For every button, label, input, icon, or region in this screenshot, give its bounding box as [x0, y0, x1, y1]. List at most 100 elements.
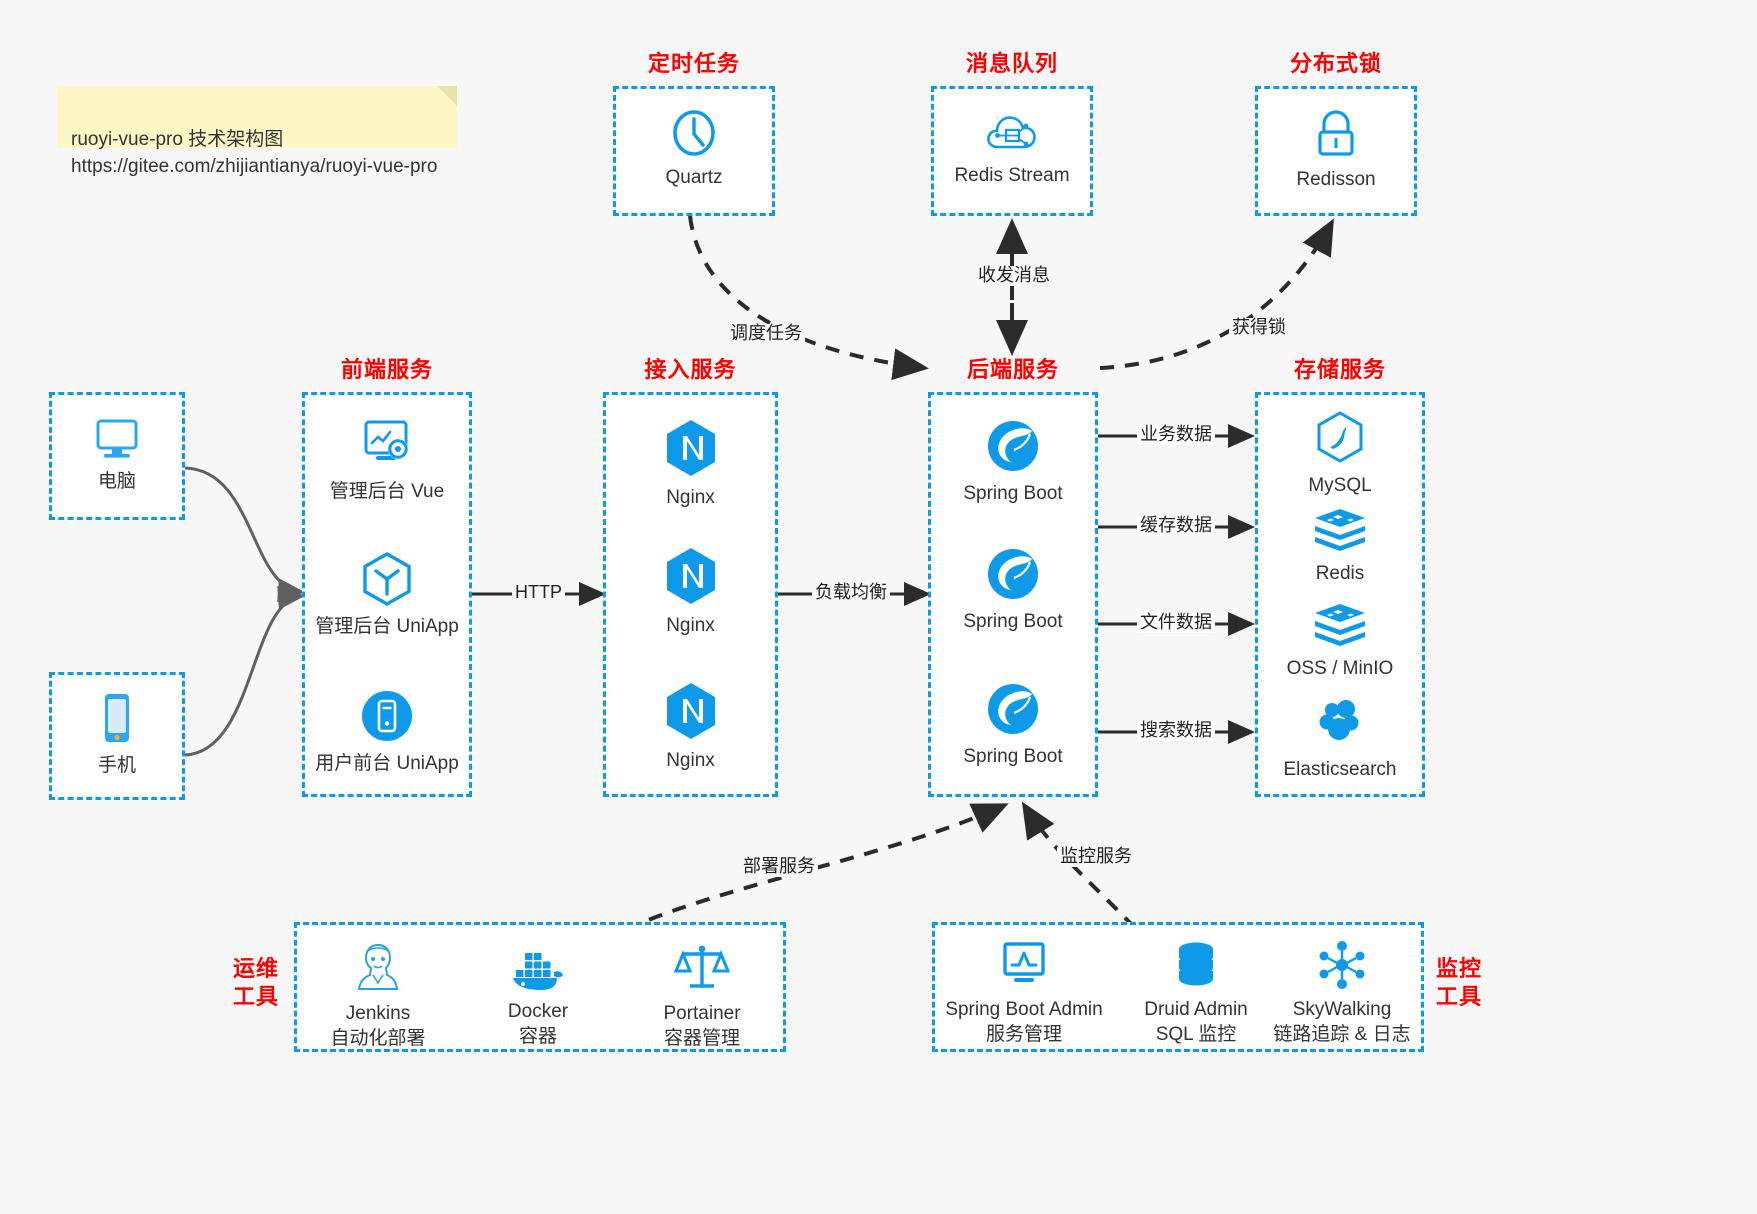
group-client-pc: 电脑 [49, 392, 185, 520]
nginx-icon [666, 420, 715, 476]
node-label: Spring Boot [963, 746, 1063, 767]
group-distributed-lock: Redisson [1255, 86, 1417, 216]
portainer-scale-icon [674, 945, 730, 988]
node-elasticsearch[interactable]: Elasticsearch [1258, 695, 1422, 782]
node-user-uniapp[interactable]: 用户前台 UniApp [305, 687, 469, 776]
group-scheduled-task: Quartz [613, 86, 775, 216]
node-label: Redis [1315, 563, 1365, 584]
node-label: Nginx [666, 487, 715, 508]
elasticsearch-icon [1319, 700, 1359, 740]
node-spring-boot-1[interactable]: Spring Boot [931, 417, 1095, 506]
node-label: SkyWalking 链路追踪 & 日志 [1273, 999, 1411, 1046]
node-label: Spring Boot Admin 服务管理 [945, 999, 1103, 1046]
node-label: Nginx [666, 615, 715, 636]
node-label: Portainer 容器管理 [663, 1003, 741, 1050]
node-label: Druid Admin SQL 监控 [1144, 999, 1248, 1046]
node-skywalking[interactable]: SkyWalking 链路追踪 & 日志 [1257, 939, 1427, 1047]
edge-label-acquire-lock: 获得锁 [1229, 317, 1289, 338]
node-label: Quartz [665, 167, 723, 188]
docker-icon [513, 953, 563, 990]
nginx-icon [666, 683, 715, 739]
mobile-app-icon [362, 691, 412, 741]
node-label: Jenkins 自动化部署 [330, 1003, 426, 1050]
node-label: 管理后台 UniApp [315, 616, 459, 637]
group-frontend: 管理后台 Vue 管理后台 UniApp 用户前台 UniApp [302, 392, 472, 797]
edge-label-schedule-task: 调度任务 [727, 323, 805, 344]
mobile-icon [105, 694, 129, 742]
node-pc[interactable]: 电脑 [52, 415, 182, 494]
node-druid-admin[interactable]: Druid Admin SQL 监控 [1121, 939, 1271, 1047]
node-admin-uniapp[interactable]: 管理后台 UniApp [305, 550, 469, 639]
desktop-icon [96, 419, 138, 458]
node-admin-vue[interactable]: 管理后台 Vue [305, 417, 469, 504]
node-redis-stream[interactable]: Redis Stream [934, 109, 1090, 188]
group-title-monitoring: 监控 工具 [1435, 956, 1482, 1009]
mysql-icon [1317, 411, 1363, 463]
node-spring-boot-2[interactable]: Spring Boot [931, 545, 1095, 634]
admin-dashboard-icon [364, 420, 408, 460]
node-label: Spring Boot [963, 611, 1063, 632]
group-storage: MySQL Redis OSS / MinIO [1255, 392, 1425, 797]
group-title-scheduled-task: 定时任务 [647, 51, 740, 76]
node-oss-minio[interactable]: OSS / MinIO [1258, 600, 1422, 681]
node-redis[interactable]: Redis [1258, 505, 1422, 586]
node-label: 管理后台 Vue [329, 481, 445, 502]
node-redisson[interactable]: Redisson [1258, 107, 1414, 192]
skywalking-icon [1319, 941, 1365, 989]
spring-boot-icon [988, 684, 1038, 734]
edge-label-business-data: 业务数据 [1137, 424, 1215, 445]
edge-label-http: HTTP [512, 582, 565, 603]
node-label: 手机 [97, 755, 136, 776]
node-label: Elasticsearch [1283, 759, 1397, 780]
group-gateway: Nginx Nginx Nginx [603, 392, 778, 797]
group-title-devops: 运维 工具 [232, 956, 279, 1009]
node-phone[interactable]: 手机 [52, 691, 182, 778]
node-spring-boot-3[interactable]: Spring Boot [931, 680, 1095, 769]
node-portainer[interactable]: Portainer 容器管理 [627, 941, 777, 1051]
group-title-frontend: 前端服务 [340, 357, 433, 382]
node-label: Spring Boot [963, 483, 1063, 504]
node-label: Nginx [666, 750, 715, 771]
node-spring-boot-admin[interactable]: Spring Boot Admin 服务管理 [929, 939, 1119, 1047]
node-jenkins[interactable]: Jenkins 自动化部署 [303, 939, 453, 1051]
edge-label-deploy-service: 部署服务 [740, 856, 818, 877]
node-nginx-2[interactable]: Nginx [606, 545, 775, 638]
node-label: 用户前台 UniApp [315, 753, 459, 774]
group-client-phone: 手机 [49, 672, 185, 800]
node-label: Redis Stream [954, 165, 1070, 186]
edge-label-search-data: 搜索数据 [1137, 720, 1215, 741]
group-title-gateway: 接入服务 [644, 357, 737, 382]
sticky-note: ruoyi-vue-pro 技术架构图 https://gitee.com/zh… [57, 86, 457, 177]
oss-minio-icon [1315, 604, 1365, 646]
spring-boot-icon [988, 549, 1038, 599]
redis-icon [1315, 509, 1365, 551]
note-text: ruoyi-vue-pro 技术架构图 https://gitee.com/zh… [71, 128, 438, 178]
node-label: Redisson [1296, 169, 1376, 190]
node-nginx-3[interactable]: Nginx [606, 680, 775, 773]
group-title-storage: 存储服务 [1293, 357, 1386, 382]
note-fold-corner [437, 86, 457, 106]
nginx-icon [666, 548, 715, 604]
node-label: OSS / MinIO [1286, 658, 1394, 679]
monitor-chart-icon [1003, 942, 1045, 982]
lock-icon [1318, 110, 1354, 156]
edge-label-send-receive-message: 收发消息 [975, 265, 1053, 286]
clock-icon [673, 110, 715, 156]
spring-boot-icon [988, 421, 1038, 471]
node-nginx-1[interactable]: Nginx [606, 417, 775, 510]
edge-label-cache-data: 缓存数据 [1137, 515, 1215, 536]
database-icon [1179, 942, 1213, 986]
group-devops: Jenkins 自动化部署 Docker 容器 [294, 922, 786, 1052]
node-label: 电脑 [97, 471, 136, 492]
group-title-backend: 后端服务 [966, 357, 1059, 382]
node-quartz[interactable]: Quartz [616, 107, 772, 190]
node-mysql[interactable]: MySQL [1258, 409, 1422, 498]
cloud-stream-icon [987, 116, 1036, 149]
group-backend: Spring Boot Spring Boot Spring Boot [928, 392, 1098, 797]
node-label: MySQL [1308, 475, 1372, 496]
node-label: Docker 容器 [507, 1001, 569, 1048]
edge-label-file-data: 文件数据 [1137, 612, 1215, 633]
node-docker[interactable]: Docker 容器 [463, 945, 613, 1049]
